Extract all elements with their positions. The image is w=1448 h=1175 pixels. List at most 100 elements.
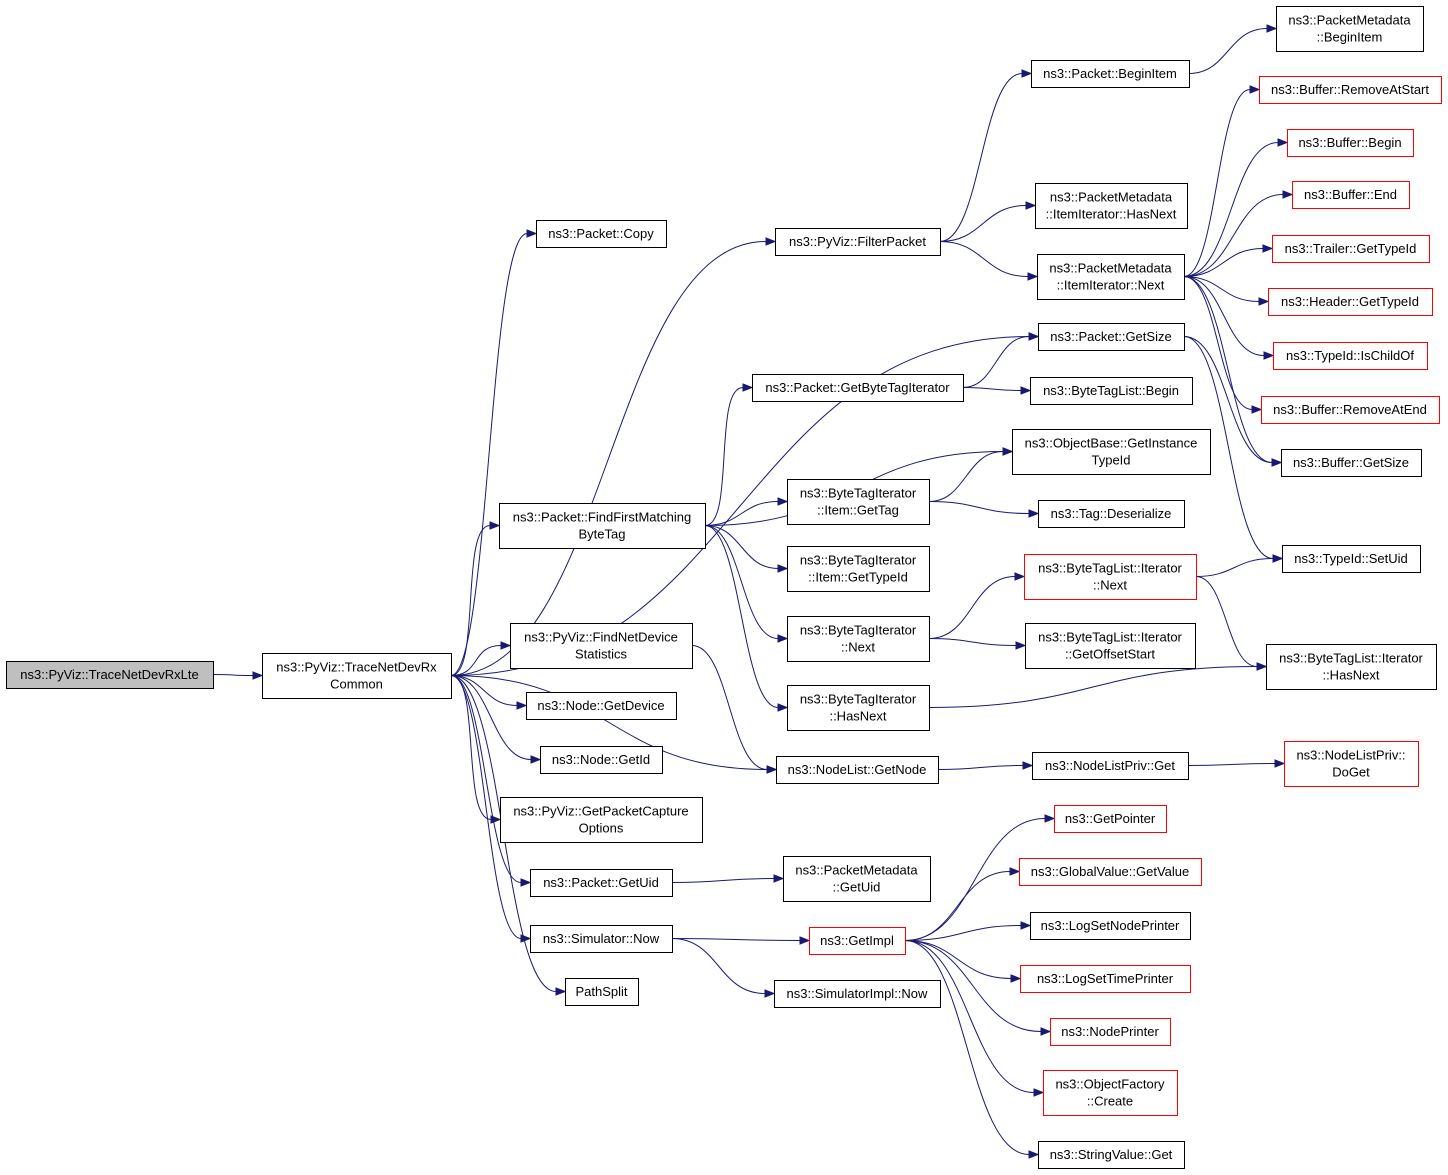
edge-getimpl-to-stringvalue_get xyxy=(904,940,1040,1159)
arrowhead-icon xyxy=(1014,572,1026,581)
edge-bti_hasnext-to-btl_it_hasnext xyxy=(928,662,1268,708)
node-label: ns3::GlobalValue::GetValue xyxy=(1031,864,1190,879)
node-label: ns3::Packet::GetUid xyxy=(543,875,659,890)
node-nodeprinter[interactable]: ns3::NodePrinter xyxy=(1050,1018,1171,1046)
node-label: ns3::NodeListPriv:: xyxy=(1296,748,1405,763)
node-getbytetagiterator[interactable]: ns3::Packet::GetByteTagIterator xyxy=(752,374,964,402)
node-label: ns3::Buffer::RemoveAtEnd xyxy=(1273,402,1427,417)
arrowhead-icon xyxy=(1263,351,1275,360)
node-beginitem[interactable]: ns3::Packet::BeginItem xyxy=(1031,60,1190,88)
node-label: ns3::PyViz::GetPacketCapture xyxy=(513,804,688,819)
node-label: ns3::Node::GetDevice xyxy=(537,698,664,713)
node-logsetnodeprinter[interactable]: ns3::LogSetNodePrinter xyxy=(1030,912,1191,940)
node-pkt-getsize[interactable]: ns3::Packet::GetSize xyxy=(1038,323,1185,351)
node-bti-hasnext[interactable]: ns3::ByteTagIterator::HasNext xyxy=(787,685,930,731)
node-logsettimeprinter[interactable]: ns3::LogSetTimePrinter xyxy=(1020,965,1191,993)
node-btl-it-getoffset[interactable]: ns3::ByteTagList::Iterator::GetOffsetSta… xyxy=(1025,623,1196,669)
edge-filter-to-beginitem xyxy=(939,69,1033,242)
edge-pm_next-to-trailer_gettypeid xyxy=(1183,244,1274,277)
node-globalvalue-getvalue[interactable]: ns3::GlobalValue::GetValue xyxy=(1019,858,1202,886)
node-trailer-gettypeid[interactable]: ns3::Trailer::GetTypeId xyxy=(1272,235,1430,263)
node-sim-now[interactable]: ns3::Simulator::Now xyxy=(530,925,673,953)
node-bti-next[interactable]: ns3::ByteTagIterator::Next xyxy=(787,616,930,662)
node-bti-item-gettag[interactable]: ns3::ByteTagIterator::Item::GetTag xyxy=(787,479,930,525)
node-stringvalue-get[interactable]: ns3::StringValue::Get xyxy=(1038,1141,1185,1169)
node-label: Statistics xyxy=(575,647,628,662)
node-node-getid[interactable]: ns3::Node::GetId xyxy=(540,746,663,774)
node-copy[interactable]: ns3::Packet::Copy xyxy=(536,220,667,248)
node-pkt-getuid[interactable]: ns3::Packet::GetUid xyxy=(530,869,673,897)
node-label: ns3::ByteTagList::Iterator xyxy=(1279,651,1423,666)
node-nodelistpriv-get[interactable]: ns3::NodeListPriv::Get xyxy=(1032,752,1189,780)
node-btl-begin[interactable]: ns3::ByteTagList::Begin xyxy=(1030,377,1193,405)
edge-pm_next-to-header_gettypeid xyxy=(1183,276,1270,306)
node-label: ::ItemIterator::HasNext xyxy=(1046,207,1177,222)
edge-common-to-filter xyxy=(450,237,777,676)
node-buf-getsize[interactable]: ns3::Buffer::GetSize xyxy=(1281,449,1422,477)
node-objectfactory-create[interactable]: ns3::ObjectFactory::Create xyxy=(1043,1070,1178,1116)
node-bti-item-gettypeid[interactable]: ns3::ByteTagIterator::Item::GetTypeId xyxy=(787,546,930,592)
node-label: DoGet xyxy=(1332,765,1370,780)
arrowhead-icon xyxy=(777,703,789,712)
arrowhead-icon xyxy=(489,521,501,530)
node-label: ns3::Packet::Copy xyxy=(548,226,654,241)
arrowhead-icon xyxy=(777,497,789,506)
node-getimpl[interactable]: ns3::GetImpl xyxy=(809,927,906,955)
arrowhead-icon xyxy=(1266,24,1278,33)
node-pm-getuid[interactable]: ns3::PacketMetadata::GetUid xyxy=(783,856,931,902)
node-btl-it-hasnext[interactable]: ns3::ByteTagList::Iterator::HasNext xyxy=(1266,644,1437,690)
node-pm-beginitem[interactable]: ns3::PacketMetadata::BeginItem xyxy=(1276,6,1424,52)
node-header-gettypeid[interactable]: ns3::Header::GetTypeId xyxy=(1268,288,1433,316)
edge-sim_now-to-getimpl xyxy=(671,936,811,945)
edge-bti_item_gettag-to-objectbase xyxy=(928,447,1014,502)
node-pathsplit[interactable]: PathSplit xyxy=(565,978,639,1006)
node-typeid-ischildof[interactable]: ns3::TypeId::IsChildOf xyxy=(1273,342,1428,370)
node-label: ::Next xyxy=(1093,578,1127,593)
edge-bti_next-to-btl_it_getoffset xyxy=(928,638,1027,650)
arrowhead-icon xyxy=(1027,272,1039,281)
edge-common-to-pkt_getuid xyxy=(450,675,532,887)
edge-findnetdev-to-nodelist_getnode xyxy=(691,645,778,774)
node-filter[interactable]: ns3::PyViz::FilterPacket xyxy=(775,228,941,256)
node-node-getdevice[interactable]: ns3::Node::GetDevice xyxy=(526,692,677,720)
node-tag-deserialize[interactable]: ns3::Tag::Deserialize xyxy=(1038,500,1185,528)
node-label: ns3::PacketMetadata xyxy=(795,863,918,878)
arrowhead-icon xyxy=(1020,386,1032,395)
edge-common-to-node_getid xyxy=(450,675,542,764)
node-nodelistpriv-doget[interactable]: ns3::NodeListPriv::DoGet xyxy=(1284,741,1419,787)
arrowhead-icon xyxy=(1009,867,1021,876)
node-buf-begin[interactable]: ns3::Buffer::Begin xyxy=(1287,129,1414,157)
arrowhead-icon xyxy=(1020,921,1032,930)
arrowhead-icon xyxy=(1033,1088,1045,1097)
edge-common-to-copy xyxy=(450,229,538,676)
node-buf-end[interactable]: ns3::Buffer::End xyxy=(1292,181,1410,209)
arrowhead-icon xyxy=(777,634,789,643)
arrowhead-icon xyxy=(799,936,811,945)
node-label: ::HasNext xyxy=(1322,668,1379,683)
node-typeid-setuid[interactable]: ns3::TypeId::SetUid xyxy=(1282,545,1421,573)
edge-getimpl-to-globalvalue_getvalue xyxy=(904,867,1021,941)
node-buf-removeatstart[interactable]: ns3::Buffer::RemoveAtStart xyxy=(1259,76,1442,104)
node-pm-next[interactable]: ns3::PacketMetadata::ItemIterator::Next xyxy=(1037,254,1185,300)
node-btl-it-next[interactable]: ns3::ByteTagList::Iterator::Next xyxy=(1024,554,1197,600)
edge-pm_next-to-buf_removeatend xyxy=(1183,276,1263,414)
node-label: ns3::LogSetTimePrinter xyxy=(1037,971,1174,986)
node-getpointer[interactable]: ns3::GetPointer xyxy=(1054,805,1167,833)
node-root[interactable]: ns3::PyViz::TraceNetDevRxLte xyxy=(6,661,214,689)
node-label: ns3::ByteTagList::Iterator xyxy=(1038,561,1182,576)
edge-common-to-node_getdevice xyxy=(450,675,528,710)
edge-pm_next-to-buf_removeatstart xyxy=(1183,85,1261,277)
node-buf-removeatend[interactable]: ns3::Buffer::RemoveAtEnd xyxy=(1261,396,1440,424)
node-nodelist-getnode[interactable]: ns3::NodeList::GetNode xyxy=(776,756,939,784)
node-pm-hasnext[interactable]: ns3::PacketMetadata::ItemIterator::HasNe… xyxy=(1035,183,1188,229)
arrowhead-icon xyxy=(1277,138,1289,147)
arrowhead-icon xyxy=(1262,244,1274,253)
node-label: ns3::ObjectFactory xyxy=(1055,1077,1165,1092)
node-simimpl-now[interactable]: ns3::SimulatorImpl::Now xyxy=(774,980,941,1008)
